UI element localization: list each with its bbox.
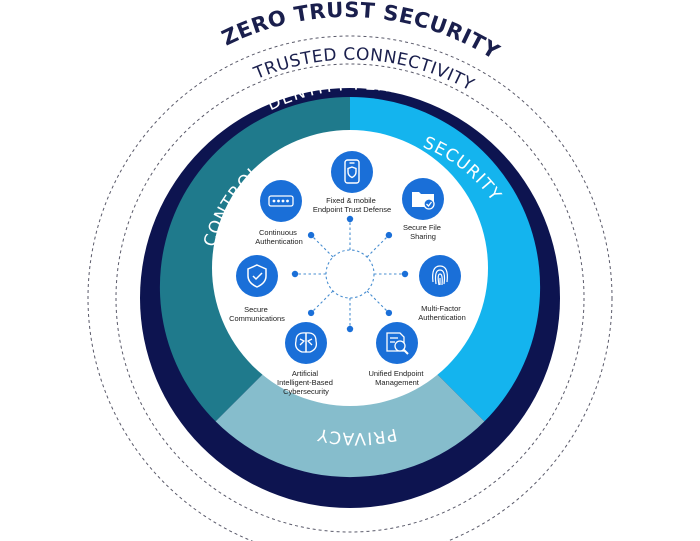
node-continuous-auth[interactable]: Continuous Authentication	[255, 180, 303, 246]
brain-icon	[294, 332, 318, 353]
node-secure-comm-label: Secure Communications	[229, 305, 285, 323]
node-secure-comm-circle	[236, 255, 278, 297]
node-mfa-circle	[419, 255, 461, 297]
node-uem[interactable]: Unified Endpoint Management	[368, 322, 425, 387]
node-fixed-mobile-circle	[331, 151, 373, 193]
node-secure-comm[interactable]: Secure Communications	[229, 255, 285, 323]
node-ai[interactable]: Artificial Intelligent-Based Cybersecuri…	[277, 322, 335, 396]
hub	[291, 215, 409, 333]
mobile-shield-icon	[344, 159, 360, 184]
node-ai-label: Artificial Intelligent-Based Cybersecuri…	[277, 369, 335, 396]
hub-dot	[307, 309, 315, 317]
hub-dot	[385, 309, 393, 317]
hub-dot	[346, 215, 354, 223]
document-search-icon	[386, 332, 409, 355]
hub-spokes	[291, 215, 409, 333]
hub-dot	[307, 231, 315, 239]
node-secure-file-label: Secure File Sharing	[403, 223, 443, 241]
capability-nodes: Fixed & mobile Endpoint Trust Defense Se…	[229, 151, 466, 396]
node-fixed-mobile-label: Fixed & mobile Endpoint Trust Defense	[313, 196, 391, 214]
shield-check-icon	[247, 264, 267, 288]
fingerprint-icon	[432, 265, 448, 286]
folder-check-icon	[412, 192, 435, 210]
middle-dashed-ring	[115, 63, 585, 533]
node-fixed-mobile[interactable]: Fixed & mobile Endpoint Trust Defense	[313, 151, 391, 214]
node-continuous-auth-label: Continuous Authentication	[255, 228, 303, 246]
outer-dashed-ring	[87, 35, 613, 541]
hub-dot	[385, 231, 393, 239]
hub-dot	[401, 270, 409, 278]
node-mfa-label: Multi-Factor Authentication	[418, 304, 466, 322]
node-mfa[interactable]: Multi-Factor Authentication	[418, 255, 466, 322]
password-dots-icon	[268, 195, 294, 207]
node-continuous-auth-circle	[260, 180, 302, 222]
hub-dot	[346, 325, 354, 333]
node-secure-file[interactable]: Secure File Sharing	[402, 178, 444, 241]
hub-dot	[291, 270, 299, 278]
node-uem-label: Unified Endpoint Management	[368, 369, 425, 387]
